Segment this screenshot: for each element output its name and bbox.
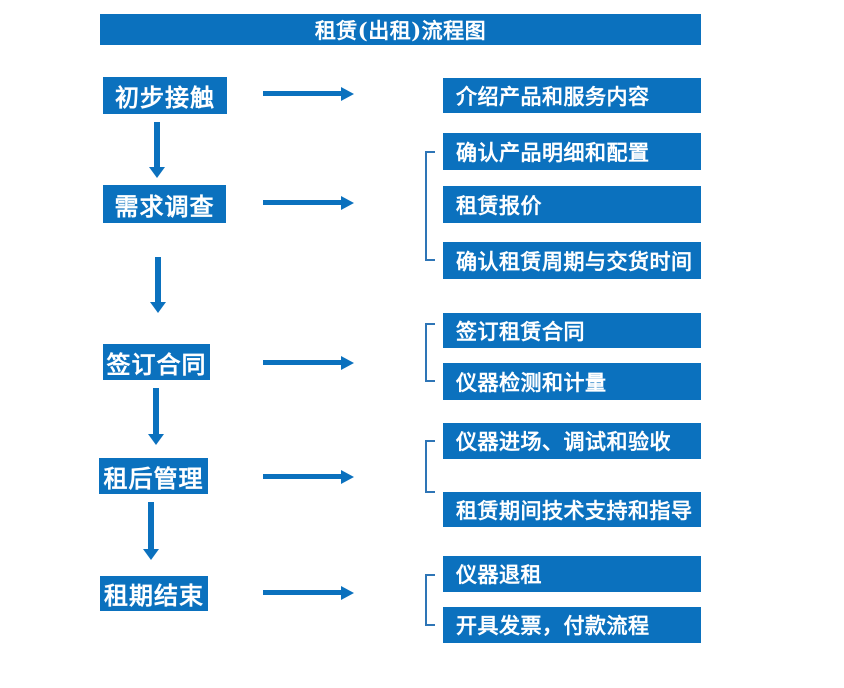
- group-bracket: [425, 323, 435, 382]
- arrow-head-icon: [341, 355, 354, 370]
- detail-box-invoice-payment: 开具发票，付款流程: [443, 607, 701, 643]
- step-box-post-rental-management: 租后管理: [99, 458, 208, 494]
- step-box-sign-contract: 签订合同: [103, 344, 210, 380]
- arrow-head-icon: [341, 469, 354, 484]
- arrow-shaft: [148, 502, 154, 549]
- detail-box-rental-quote: 租赁报价: [443, 186, 701, 223]
- right-arrow: [263, 86, 354, 101]
- arrow-shaft: [155, 257, 161, 302]
- step-box-rental-end: 租期结束: [100, 576, 208, 611]
- arrow-head-icon: [143, 549, 159, 560]
- arrow-head-icon: [341, 86, 354, 101]
- arrow-shaft: [263, 200, 341, 205]
- arrow-head-icon: [341, 585, 354, 600]
- down-arrow: [148, 388, 164, 445]
- down-arrow: [143, 502, 159, 560]
- down-arrow: [150, 257, 166, 313]
- down-arrow: [149, 122, 165, 178]
- arrow-head-icon: [148, 434, 164, 445]
- arrow-shaft: [263, 590, 341, 595]
- detail-box-confirm-product-config: 确认产品明细和配置: [443, 133, 701, 170]
- group-bracket: [425, 151, 435, 261]
- right-arrow: [263, 585, 354, 600]
- arrow-head-icon: [150, 302, 166, 313]
- arrow-head-icon: [341, 195, 354, 210]
- arrow-shaft: [263, 474, 341, 479]
- detail-box-introduce-products: 介绍产品和服务内容: [443, 78, 701, 113]
- flow-title: 租赁(出租)流程图: [100, 14, 701, 45]
- detail-box-instrument-setup-acceptance: 仪器进场、调试和验收: [443, 423, 701, 459]
- arrow-head-icon: [149, 167, 165, 178]
- arrow-shaft: [154, 122, 160, 167]
- right-arrow: [263, 469, 354, 484]
- detail-box-tech-support: 租赁期间技术支持和指导: [443, 492, 701, 527]
- detail-box-instrument-return: 仪器退租: [443, 556, 701, 592]
- group-bracket: [425, 440, 435, 493]
- arrow-shaft: [263, 360, 341, 365]
- detail-box-instrument-inspection: 仪器检测和计量: [443, 363, 701, 400]
- arrow-shaft: [153, 388, 159, 434]
- detail-box-sign-rental-contract: 签订租赁合同: [443, 313, 701, 348]
- right-arrow: [263, 355, 354, 370]
- step-box-demand-survey: 需求调查: [103, 185, 226, 223]
- group-bracket: [425, 574, 435, 626]
- detail-box-confirm-period-delivery: 确认租赁周期与交货时间: [443, 242, 701, 279]
- right-arrow: [263, 195, 354, 210]
- step-box-initial-contact: 初步接触: [103, 77, 227, 114]
- arrow-shaft: [263, 91, 341, 96]
